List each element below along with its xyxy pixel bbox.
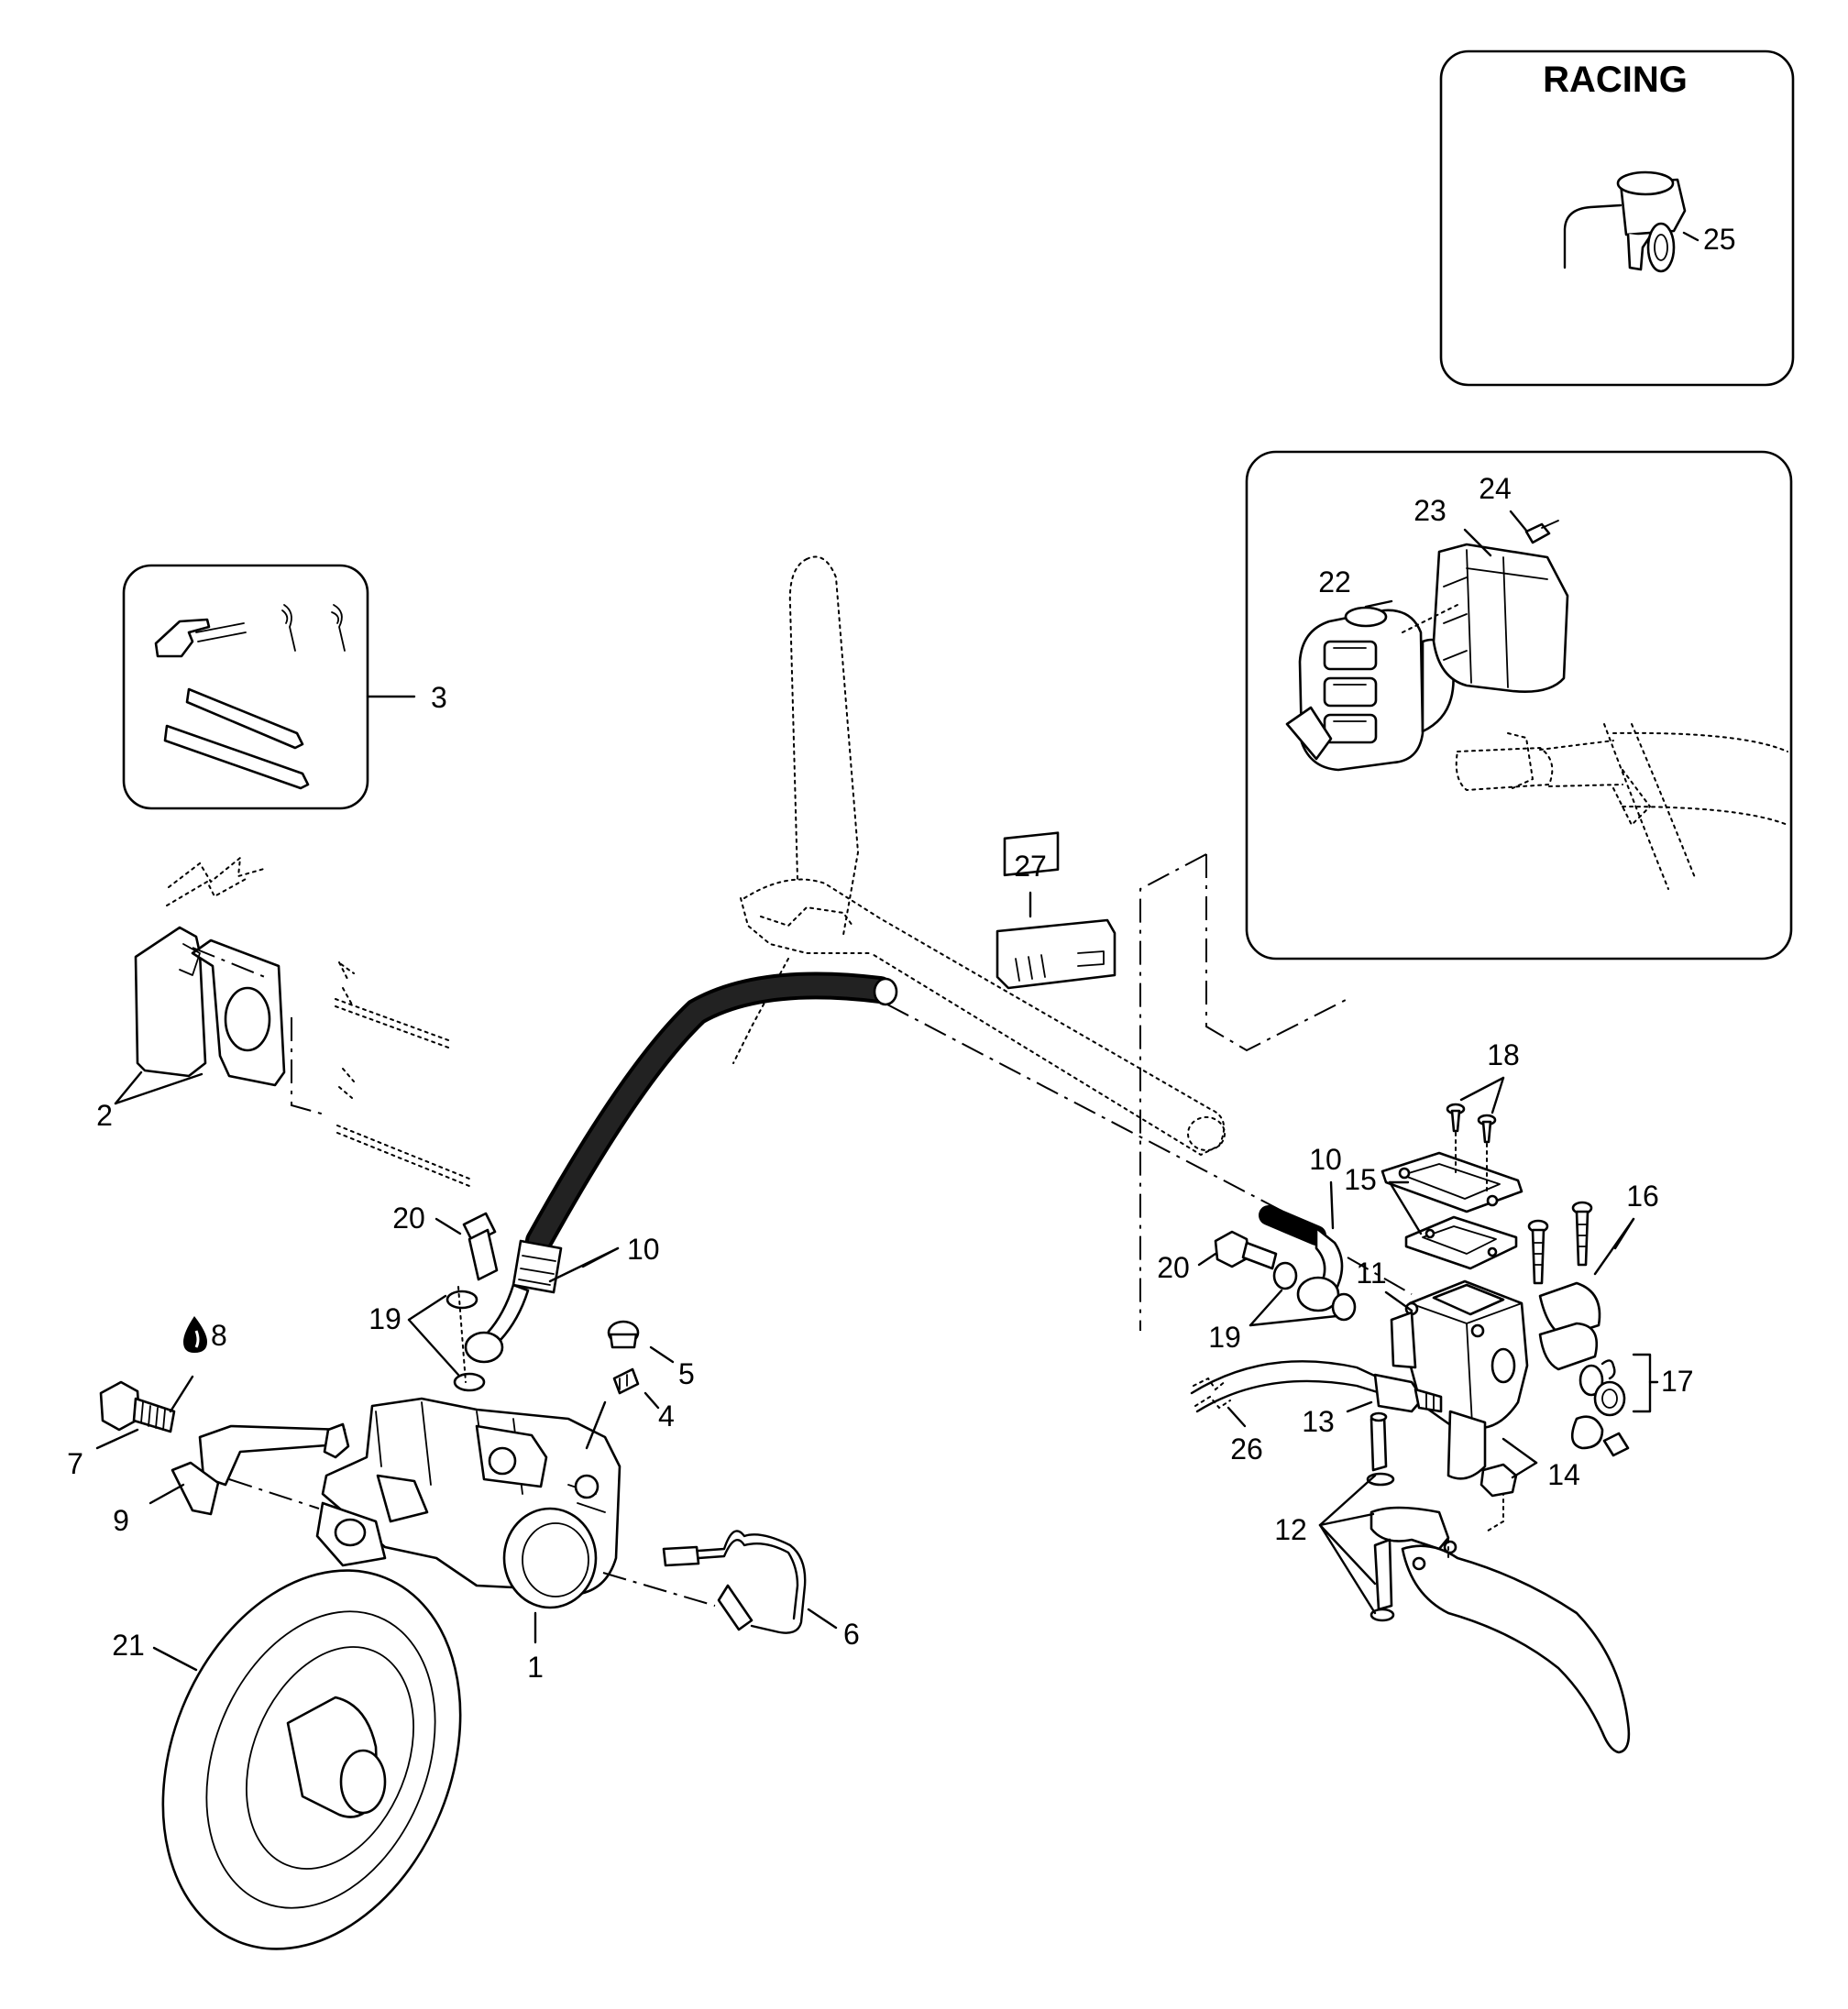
callout-9: 9 [113,1504,129,1537]
callout-11: 11 [1356,1257,1386,1290]
racing-title: RACING [1543,60,1688,100]
callout-18: 18 [1487,1038,1520,1071]
cover-screws: 18 [1446,1038,1520,1192]
callout-19-right: 19 [1208,1321,1241,1354]
callout-2: 2 [96,1099,113,1132]
callout-10-left: 10 [627,1233,660,1266]
brake-light-switch: 26 13 [1190,1360,1443,1466]
callout-5: 5 [678,1357,695,1390]
fluid-drop: 8 [183,1316,227,1353]
crossover-pipe: 6 [602,1530,860,1651]
callout-19-left: 19 [368,1302,402,1335]
callout-24: 24 [1479,472,1512,505]
caliper-bracket: 9 [113,1422,350,1537]
callout-21: 21 [112,1629,145,1662]
callout-20-left: 20 [392,1202,425,1235]
callout-22: 22 [1318,565,1351,598]
callout-3: 3 [431,681,447,714]
bleeder-valve: 5 4 [585,1320,695,1450]
callout-17: 17 [1661,1365,1694,1398]
clamp-bolts: 16 [1527,1180,1659,1371]
brake-disc: 21 [112,1569,462,1950]
brake-caliper: 1 [315,1397,622,1684]
callout-6: 6 [843,1618,860,1651]
banjo-bolt-left: 20 19 [368,1202,499,1392]
callout-26: 26 [1230,1433,1263,1466]
callout-15: 15 [1344,1163,1377,1196]
callout-8: 8 [211,1319,227,1352]
brake-pads: 2 [96,855,470,1187]
racing-inset: RACING 25 [1439,49,1795,387]
brake-hose: 10 [464,972,898,1364]
callout-20-right: 20 [1157,1251,1190,1284]
callout-1: 1 [527,1651,544,1684]
callout-16: 16 [1626,1180,1659,1213]
lever-adjuster: 17 [1570,1353,1694,1457]
switch-housing-inset: 22 23 24 [1245,450,1793,961]
brake-lever: 12 14 [1274,1411,1631,1754]
callout-4: 4 [658,1400,675,1433]
connector-27: 27 [996,831,1116,990]
pad-kit-inset: 3 [122,564,447,810]
handlebar-ghost [732,555,1226,1157]
callout-10-right: 10 [1309,1143,1342,1176]
oil-drop-icon [183,1316,207,1353]
reservoir-cover: 15 [1344,1151,1524,1270]
callout-13: 13 [1302,1405,1335,1438]
callout-7: 7 [67,1447,83,1480]
callout-27: 27 [1014,850,1047,883]
caliper-bolt: 7 [67,1375,194,1480]
callout-14: 14 [1547,1458,1580,1491]
callout-23: 23 [1414,494,1446,527]
banjo-bolt-right: 20 19 [1157,1230,1357,1354]
master-cylinder: 11 [1356,1257,1529,1480]
callout-12: 12 [1274,1513,1307,1546]
kill-switch-part [1563,170,1687,273]
callout-25: 25 [1703,223,1736,256]
